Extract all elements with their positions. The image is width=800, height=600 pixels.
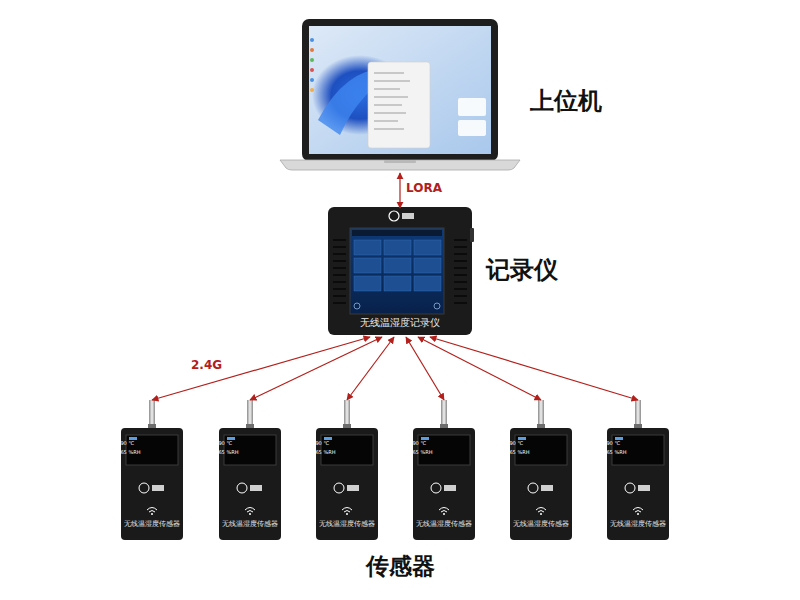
device-heading: 上位机 [530,88,602,116]
link-label: LORA [406,182,442,196]
sensor-drawing [607,400,669,540]
screen-reading: 湿度: 26.65 %RH [294,450,336,456]
host-computer: 上位机 [280,18,520,171]
device-heading: 记录仪 [486,257,558,285]
wireless-link [430,337,638,400]
device-caption: 无线温湿度记录仪 [328,317,472,329]
laptop-display [309,26,491,154]
screen-header [352,230,442,236]
wireless-link [152,337,370,400]
wireless-sensor: 温度: 27.90 ℃湿度: 26.65 %RH无线温湿度传感器 [219,399,281,541]
channel-panels [354,240,441,291]
screen-button [434,303,440,309]
laptop-bezel [302,19,498,161]
laptop-notch [384,160,416,163]
sensor-drawings [121,400,669,540]
screen-reading: 湿度: 26.65 %RH [391,450,433,456]
sensor-drawing [316,400,378,540]
device-caption: 无线温湿度传感器 [413,520,475,528]
device-caption: 无线温湿度传感器 [607,520,669,528]
device-caption: 无线温湿度传感器 [121,520,183,528]
wireless-link [347,337,394,400]
recorder-screen [350,228,444,314]
recorder-button [470,228,474,242]
wireless-link [250,337,382,400]
wireless-link [406,337,444,400]
data-recorder: 记录仪无线温湿度记录仪 [328,207,472,335]
wireless-sensor: 温度: 27.90 ℃湿度: 26.65 %RH无线温湿度传感器 [413,399,475,541]
wireless-link [399,173,400,208]
laptop-base [280,160,520,170]
wireless-sensor: 温度: 27.90 ℃湿度: 26.65 %RH无线温湿度传感器 [510,399,572,541]
screen-reading: 温度: 27.90 ℃ [197,441,232,447]
wireless-sensor: 温度: 27.90 ℃湿度: 26.65 %RH无线温湿度传感器 [607,399,669,541]
device-caption: 无线温湿度传感器 [316,520,378,528]
screen-reading: 湿度: 26.65 %RH [488,450,530,456]
sensor-drawing [510,400,572,540]
group-label: 传感器 [366,553,435,579]
taskbar-icons [310,38,314,92]
link-label: 2.4G [191,359,222,373]
window-panel [368,62,430,148]
screen-reading: 温度: 27.90 ℃ [585,441,620,447]
laptop-drawing [280,19,520,170]
screen-reading: 温度: 27.90 ℃ [391,441,426,447]
side-widgets [458,98,486,136]
wireless-link [418,337,541,400]
wireless-sensor: 温度: 27.90 ℃湿度: 26.65 %RH无线温湿度传感器 [316,399,378,541]
sensor-drawing [219,400,281,540]
screen-reading: 温度: 27.90 ℃ [99,441,134,447]
recorder-drawing [328,207,474,335]
screen-reading: 湿度: 26.65 %RH [99,450,141,456]
sensor-drawing [413,400,475,540]
screen-reading: 温度: 27.90 ℃ [488,441,523,447]
screen-reading: 温度: 27.90 ℃ [294,441,329,447]
brand-mark [402,213,414,219]
device-caption: 无线温湿度传感器 [510,520,572,528]
device-caption: 无线温湿度传感器 [219,520,281,528]
sensor-drawing [121,400,183,540]
screen-button [354,303,360,309]
recorder-body [328,207,472,335]
wireless-sensor: 温度: 27.90 ℃湿度: 26.65 %RH无线温湿度传感器 [121,399,183,541]
window-lines [374,72,410,130]
brand-logo [389,211,399,221]
screen-reading: 湿度: 26.65 %RH [585,450,627,456]
screen-reading: 湿度: 26.65 %RH [197,450,239,456]
